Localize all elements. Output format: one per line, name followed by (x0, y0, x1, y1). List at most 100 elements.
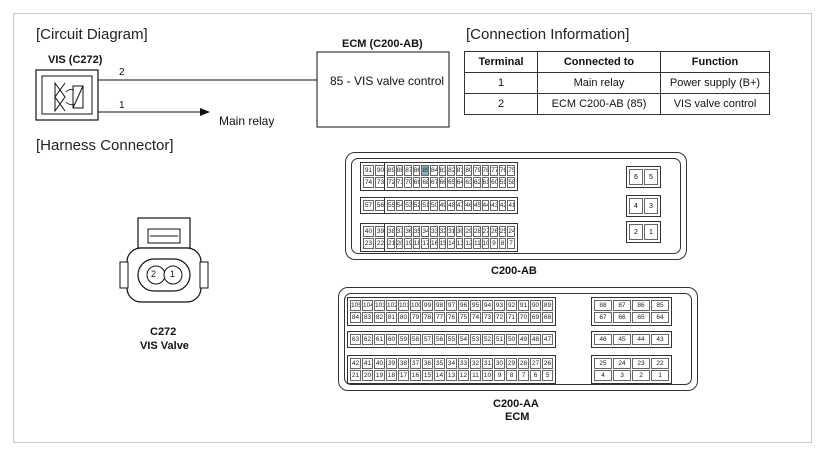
connector-pin: 9 (490, 238, 498, 249)
column-header: Function (660, 51, 770, 73)
connector-pin: 97 (446, 300, 457, 311)
connector-pin: 41 (507, 200, 515, 211)
connector-pin: 69 (530, 312, 541, 323)
connector-pin: 9 (494, 370, 505, 381)
connector-pin: 2 (632, 370, 650, 381)
connector-pin: 52 (412, 200, 421, 211)
connector-pin: 44 (481, 200, 490, 211)
connector-pin: 33 (458, 358, 469, 369)
connector-pin: 32 (438, 226, 447, 237)
table-row: 2 ECM C200-AB (85) VIS valve control (464, 93, 770, 115)
c200ab-label: C200-AB (491, 265, 537, 277)
connector-pin: 34 (421, 226, 429, 237)
column-header: Connected to (537, 51, 661, 73)
connector-pin: 104 (362, 300, 373, 311)
connector-pin: 28 (518, 358, 529, 369)
connector-pin: 89 (542, 300, 553, 311)
connector-pin: 84 (350, 312, 361, 323)
connector-pin: 20 (395, 238, 404, 249)
connector-pin: 72 (387, 177, 395, 188)
connector-pin: 65 (632, 312, 650, 323)
connector-pin: 75 (458, 312, 469, 323)
connector-pin: 98 (434, 300, 445, 311)
connector-pin: 8 (498, 238, 507, 249)
connector-pin: 5 (644, 169, 658, 185)
connector-pin: 51 (421, 200, 429, 211)
connector-pin: 68 (421, 177, 429, 188)
connector-pin: 37 (410, 358, 421, 369)
connector-pin: 25 (498, 226, 507, 237)
c200aa-label: C200-AA (493, 398, 539, 410)
connector-pin: 78 (481, 165, 490, 176)
connector-pin: 55 (446, 334, 457, 345)
connector-pin: 63 (464, 177, 472, 188)
vis-component-label: VIS (C272) (48, 54, 103, 66)
connector-pin: 105 (350, 300, 361, 311)
connector-pin: 88 (395, 165, 404, 176)
connector-pin: 59 (498, 177, 507, 188)
connector-pin: 11 (472, 238, 481, 249)
connector-pin: 70 (404, 177, 412, 188)
connector-pin: 43 (651, 334, 669, 345)
connector-pin: 96 (458, 300, 469, 311)
ecm-title: ECM (C200-AB) (342, 38, 423, 50)
connector-pin: 22 (651, 358, 669, 369)
connector-pin: 52 (482, 334, 493, 345)
connector-pin: 29 (464, 226, 472, 237)
connector-pin: 6 (530, 370, 541, 381)
connector-pin: 35 (412, 226, 421, 237)
connector-pin: 50 (429, 200, 438, 211)
table-cell: 2 (464, 93, 538, 115)
connector-pin: 35 (434, 358, 445, 369)
connector-pin: 15 (438, 238, 447, 249)
connector-pin: 86 (632, 300, 650, 311)
connector-pin: 37 (395, 226, 404, 237)
connector-pin: 23 (632, 358, 650, 369)
connector-pin: 41 (362, 358, 373, 369)
connector-pin: 28 (472, 226, 481, 237)
connector-pin: 57 (363, 200, 374, 211)
connector-pin: 6 (629, 169, 643, 185)
connector-pin: 16 (410, 370, 421, 381)
connector-pin: 70 (518, 312, 529, 323)
connector-pin: 33 (429, 226, 438, 237)
connector-pin: 7 (518, 370, 529, 381)
connector-pin: 16 (429, 238, 438, 249)
c272-pin2: 2 (151, 269, 157, 279)
connector-pin: 17 (421, 238, 429, 249)
connector-pin: 7 (507, 238, 515, 249)
connector-pin: 29 (506, 358, 517, 369)
connector-pin: 82 (374, 312, 385, 323)
connector-pin: 40 (363, 226, 374, 237)
connector-pin: 27 (481, 226, 490, 237)
connector-pin: 66 (613, 312, 631, 323)
connection-info-title: [Connection Information] (466, 26, 630, 43)
connector-pin: 87 (613, 300, 631, 311)
connector-pin: 3 (613, 370, 631, 381)
connector-pin: 93 (494, 300, 505, 311)
connector-pin: 61 (374, 334, 385, 345)
c272-sublabel: VIS Valve (140, 340, 189, 352)
pin2-number: 2 (119, 67, 125, 78)
connector-pin: 60 (386, 334, 397, 345)
connector-pin: 24 (507, 226, 515, 237)
connector-pin: 76 (498, 165, 507, 176)
connector-pin: 53 (404, 200, 412, 211)
connector-pin: 59 (398, 334, 409, 345)
connector-pin: 66 (438, 177, 447, 188)
connector-pin: 58 (507, 177, 515, 188)
connector-pin: 103 (374, 300, 385, 311)
connector-pin: 31 (447, 226, 455, 237)
connector-pin: 46 (594, 334, 612, 345)
connector-pin: 27 (530, 358, 541, 369)
connector-pin: 4 (629, 198, 643, 214)
connector-pin: 78 (422, 312, 433, 323)
connector-pin: 81 (386, 312, 397, 323)
